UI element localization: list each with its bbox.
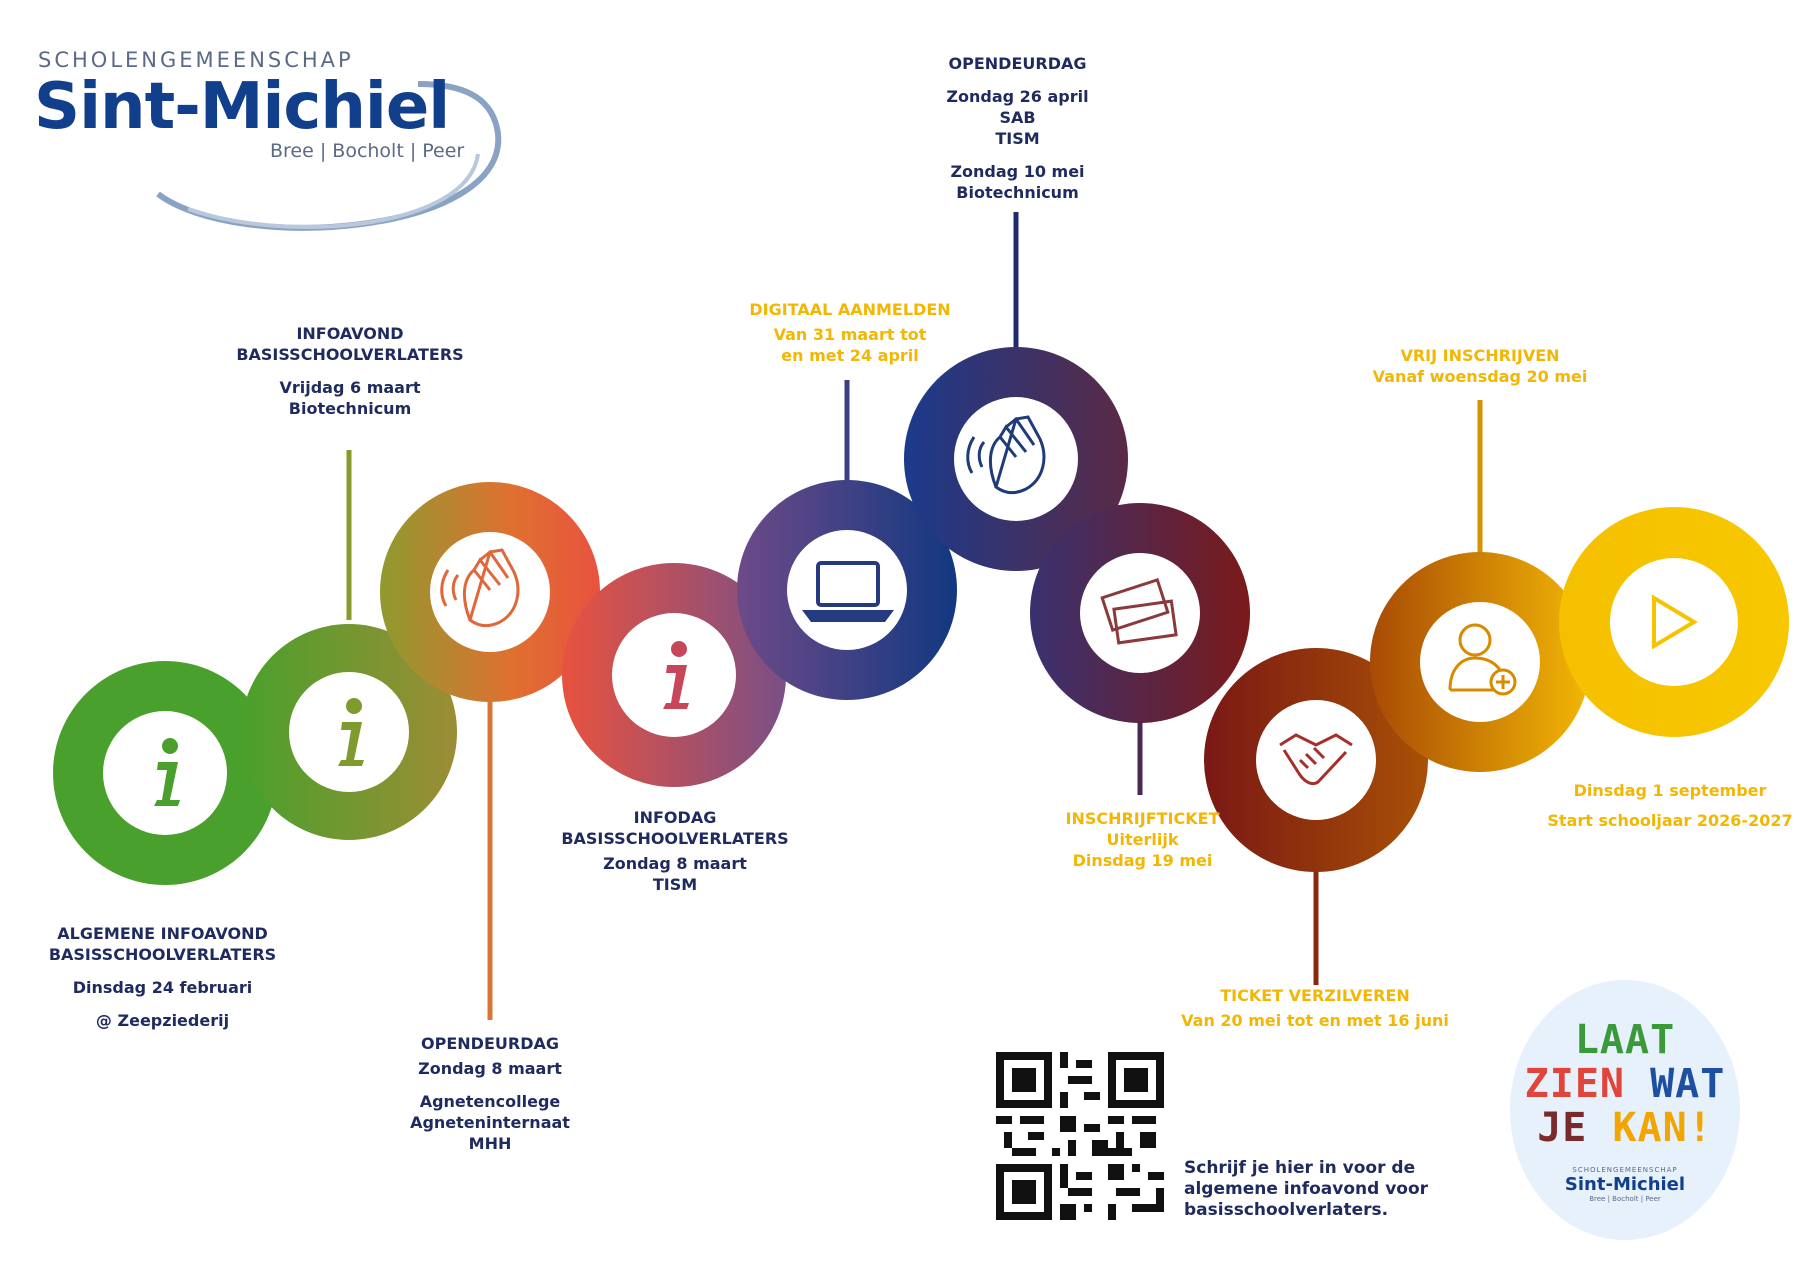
step-7-label: INSCHRIJFTICKET Uiterlijk Dinsdag 19 mei	[1050, 808, 1235, 871]
badge-line-1: LAAT	[1574, 1017, 1676, 1063]
badge-word-je: JE	[1537, 1105, 1588, 1151]
step-3-locations: Agnetencollege Agneteninternaat MHH	[410, 1092, 570, 1153]
step-10-label: Dinsdag 1 september Start schooljaar 202…	[1540, 776, 1800, 836]
campaign-badge: LAAT ZIEN WAT JE KAN! SCHOLENGEMEENSCHAP…	[1510, 980, 1740, 1240]
step-5-title: DIGITAAL AANMELDEN	[749, 300, 951, 319]
laptop-icon	[802, 561, 894, 622]
waving-hand-icon	[966, 415, 1046, 495]
badge-word-zien: ZIEN	[1524, 1061, 1625, 1107]
logo-name: Sint-Michiel	[34, 70, 450, 144]
step-4-label: INFODAG BASISSCHOOLVERLATERS Zondag 8 ma…	[545, 807, 805, 895]
info-icon	[663, 641, 689, 709]
step-6-details-2: Zondag 10 mei Biotechnicum	[950, 162, 1085, 202]
logo-locations: Bree | Bocholt | Peer	[270, 140, 465, 162]
play-icon	[1652, 594, 1698, 650]
logo-swoosh	[156, 81, 502, 231]
step-1-date: Dinsdag 24 februari	[72, 978, 253, 997]
step-3-date: Zondag 8 maart	[418, 1059, 562, 1078]
step-8-details: Van 20 mei tot en met 16 juni	[1181, 1011, 1449, 1030]
step-5-label: DIGITAAL AANMELDEN Van 31 maart tot en m…	[720, 299, 980, 366]
waving-hand-icon	[440, 548, 520, 628]
step-8-title: TICKET VERZILVEREN	[1220, 986, 1410, 1005]
step-9-label: VRIJ INSCHRIJVEN Vanaf woensdag 20 mei	[1360, 345, 1600, 387]
school-logo: SCHOLENGEMEENSCHAP Sint-Michiel Bree | B…	[34, 44, 508, 234]
handshake-icon	[1279, 733, 1353, 786]
step-1-location: @ Zeepziederij	[95, 1011, 230, 1030]
step-6-details-1: Zondag 26 april SAB TISM	[946, 87, 1089, 148]
step-2-label: INFOAVOND BASISSCHOOLVERLATERS Vrijdag 6…	[220, 323, 480, 419]
step-1-title: ALGEMENE INFOAVOND BASISSCHOOLVERLATERS	[48, 924, 277, 964]
qr-code[interactable]	[996, 1052, 1164, 1220]
step-3-title: OPENDEURDAG	[421, 1034, 559, 1053]
step-2-details: Vrijdag 6 maart Biotechnicum	[279, 378, 421, 418]
step-3-label: OPENDEURDAG Zondag 8 maart Agnetencolleg…	[380, 1033, 600, 1154]
step-7-title: INSCHRIJFTICKET	[1065, 809, 1220, 828]
badge-org-locations: Bree | Bocholt | Peer	[1589, 1195, 1661, 1203]
step-5-details: Van 31 maart tot en met 24 april	[773, 325, 927, 365]
add-user-icon	[1448, 623, 1517, 696]
badge-line-2: ZIEN WAT	[1510, 1062, 1740, 1106]
step-9-details: Vanaf woensdag 20 mei	[1372, 367, 1588, 386]
qr-caption: Schrijf je hier in voor de algemene info…	[1184, 1158, 1429, 1220]
logo-prefix: SCHOLENGEMEENSCHAP	[38, 48, 354, 72]
badge-line-3: JE KAN!	[1510, 1106, 1740, 1150]
step-1-label: ALGEMENE INFOAVOND BASISSCHOOLVERLATERS …	[30, 923, 295, 1031]
info-icon	[338, 698, 364, 766]
badge-org-name: Sint-Michiel	[1564, 1174, 1686, 1195]
ticket-icon	[1100, 577, 1178, 645]
step-6-label: OPENDEURDAG Zondag 26 april SAB TISM Zon…	[900, 53, 1135, 203]
step-7-details: Uiterlijk Dinsdag 19 mei	[1072, 830, 1213, 870]
step-6-title: OPENDEURDAG	[948, 54, 1087, 73]
badge-word-wat: WAT	[1650, 1061, 1726, 1107]
step-10-details: Dinsdag 1 september Start schooljaar 202…	[1547, 781, 1793, 830]
badge-word-kan: KAN!	[1612, 1105, 1713, 1151]
step-2-title: INFOAVOND BASISSCHOOLVERLATERS	[236, 324, 464, 364]
info-icon	[154, 738, 180, 806]
badge-org-prefix: SCHOLENGEMEENSCHAP	[1572, 1166, 1678, 1174]
step-9-title: VRIJ INSCHRIJVEN	[1400, 346, 1560, 365]
step-4-details: Zondag 8 maart TISM	[603, 854, 747, 894]
step-4-title: INFODAG BASISSCHOOLVERLATERS	[561, 808, 789, 848]
step-8-label: TICKET VERZILVEREN Van 20 mei tot en met…	[1170, 985, 1460, 1031]
